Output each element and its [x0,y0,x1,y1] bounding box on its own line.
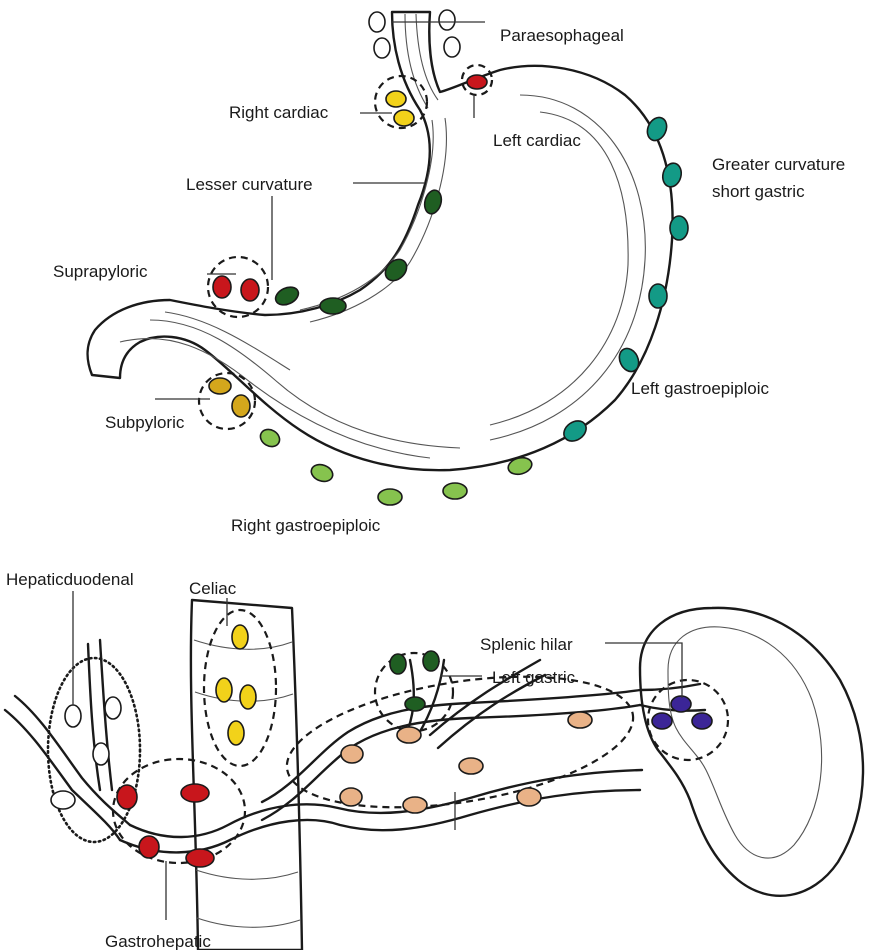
lymph-node [644,114,670,143]
lymph-node [209,378,231,394]
lymph-node [181,784,209,802]
lymph-node [374,38,390,58]
lesser-curvature-fold [300,120,433,310]
lymph-node [403,797,427,813]
lymph-node [340,788,362,806]
paraesophageal-nodes [369,10,460,58]
lymph-node [228,721,244,745]
rugae-fold [490,112,628,425]
lymph-node [394,110,414,126]
lymph-node [216,678,232,702]
lymph-node [232,625,248,649]
lymph-node [423,651,439,671]
lymph-node [443,483,467,499]
lymph-node [213,276,231,298]
gastrohepatic-station [113,759,245,863]
aorta-ring [197,918,300,927]
left-gastroepiploic-nodes [560,345,642,445]
lymph-node [65,705,81,727]
lymph-node [309,462,335,485]
lymph-node [105,697,121,719]
lymph-node [241,279,259,301]
spleen-hilum [668,627,822,858]
lymph-node [670,216,688,240]
lymph-node [257,426,282,450]
label-left-gastroepiploic: Left gastroepiploic [631,379,769,398]
rugae-fold [150,320,460,448]
label-lesser-curvature: Lesser curvature [186,175,313,194]
lymph-node [273,284,302,309]
lymph-node [369,12,385,32]
aorta-ring [196,870,298,879]
splenic-artery-nodes [340,712,592,813]
esophagus-fold [416,14,438,100]
lymph-node [139,836,159,858]
lymph-node [381,255,411,285]
lymph-node [93,743,109,765]
lymph-node [405,697,425,711]
lymph-node [671,696,691,712]
lymph-node [459,758,483,774]
lymph-node [378,489,402,505]
hepatic-artery-branch [5,710,120,840]
lymph-node [692,713,712,729]
label-right-gastroepiploic: Right gastroepiploic [231,516,381,535]
hepatic-artery-branch [88,644,100,790]
label-celiac: Celiac [189,579,237,598]
splenic-artery-station [278,655,642,828]
lymph-node [117,785,137,809]
lymph-node [186,849,214,867]
lymph-node [444,37,460,57]
lymph-node [439,10,455,30]
lymph-node [390,654,406,674]
lymph-node [649,284,667,308]
lymph-node [341,745,363,763]
lymph-node [560,417,590,446]
stomach-outline [87,12,672,470]
label-hepaticduodenal: Hepaticduodenal [6,570,134,589]
lymph-node [517,788,541,806]
lymph-node [506,455,533,477]
lymph-node [320,298,346,314]
label-splenic-hilar: Splenic hilar [480,635,573,654]
label-subpyloric: Subpyloric [105,413,185,432]
lymph-node [660,161,684,189]
lymph-node [397,727,421,743]
lymph-node [232,395,250,417]
greater-curvature-nodes [644,114,688,308]
label-greater-curvature-line2: short gastric [712,182,805,201]
lesser-curvature-fold [310,118,446,322]
stomach-illustration [87,12,672,470]
lymph-node [422,188,444,215]
lymph-node [386,91,406,107]
lymph-node [240,685,256,709]
label-right-cardiac: Right cardiac [229,103,329,122]
common-hepatic-artery [130,770,642,837]
hepatic-artery [5,640,130,840]
lymph-node [51,791,75,809]
lymph-node [568,712,592,728]
rugae-fold [165,312,290,370]
label-left-cardiac: Left cardiac [493,131,581,150]
spleen [640,608,863,896]
label-paraesophageal: Paraesophageal [500,26,624,45]
lymph-node [467,75,487,89]
label-greater-curvature-line1: Greater curvature [712,155,845,174]
lymph-node [652,713,672,729]
label-suprapyloric: Suprapyloric [53,262,148,281]
label-gastrohepatic: Gastrohepatic [105,932,211,950]
